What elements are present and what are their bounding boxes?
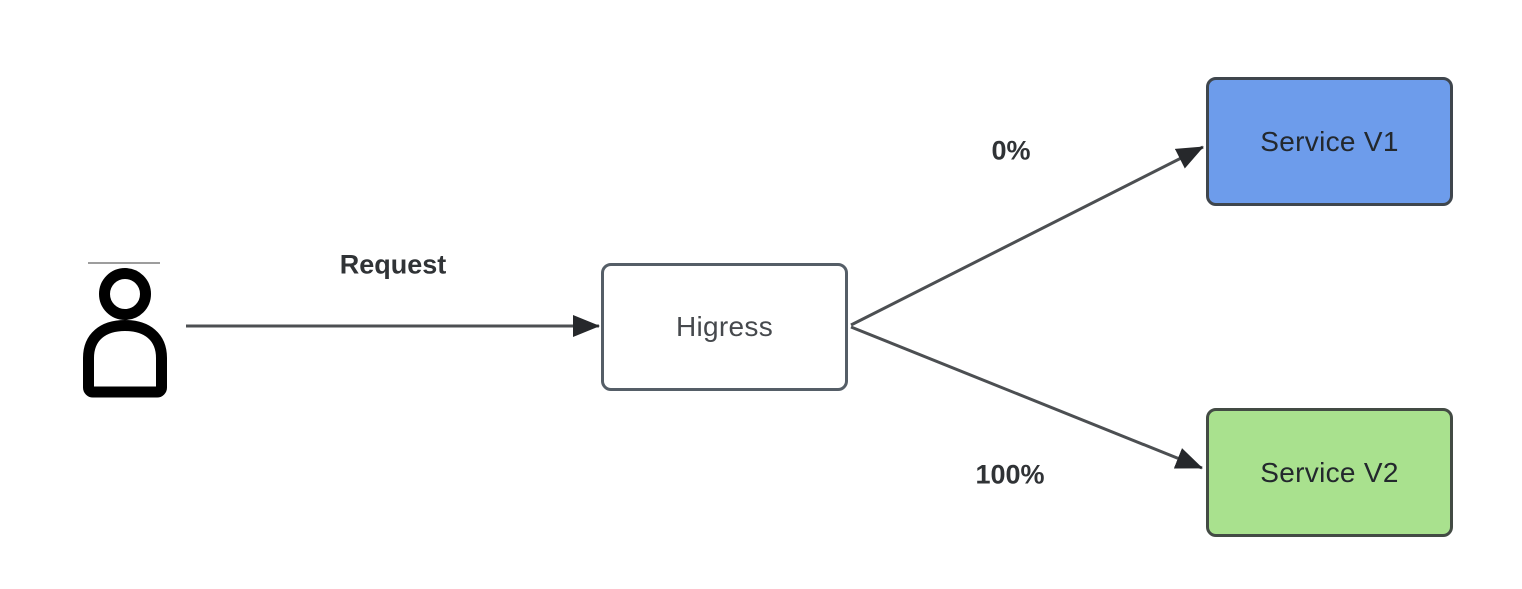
gateway-node-label: Higress	[675, 311, 773, 342]
user-node	[78, 256, 172, 400]
service-v1-node-label: Service V1	[1260, 125, 1399, 157]
service-v1-node: Service V1	[1206, 77, 1453, 206]
edge-label-100-percent: 100%	[975, 459, 1045, 490]
gateway-node: Higress	[601, 263, 848, 391]
service-v2-node: Service V2	[1206, 408, 1453, 537]
edge-label-request: Request	[339, 249, 447, 280]
edge-gateway-to-service-v2	[850, 325, 1203, 470]
edge-gateway-to-service-v1	[850, 145, 1204, 327]
service-v2-node-label: Service V2	[1260, 456, 1399, 488]
edge-label-0-percent: 0%	[991, 135, 1031, 166]
person-icon	[83, 262, 167, 398]
